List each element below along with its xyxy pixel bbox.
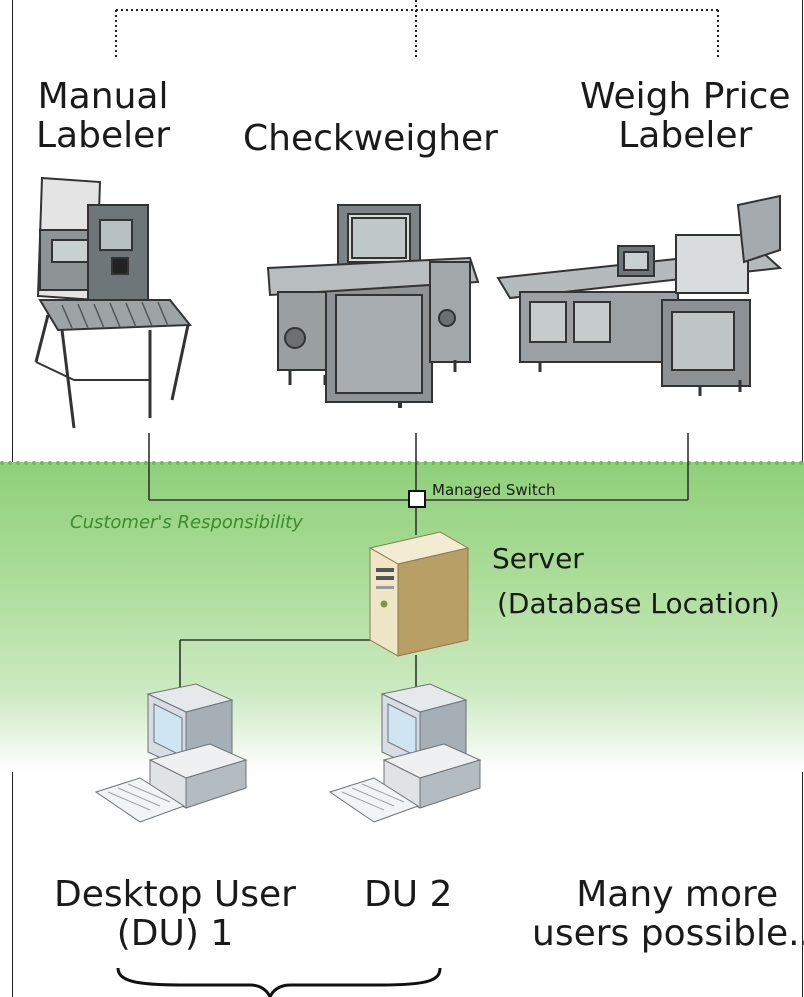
network-lines xyxy=(148,433,689,690)
responsibility-boundary xyxy=(0,461,804,465)
desktop-user-1-label: Desktop User (DU) 1 xyxy=(54,874,296,954)
server-icon xyxy=(368,531,470,657)
top-bracket xyxy=(115,0,719,58)
managed-switch-label: Managed Switch xyxy=(432,481,556,499)
many-more-users-label: Many more users possible... xyxy=(532,874,804,954)
manual-labeler-image xyxy=(34,176,193,429)
desktop-user-2-label: DU 2 xyxy=(364,874,453,915)
weigh-price-labeler-image xyxy=(496,194,783,396)
manual-labeler-label: Manual Labeler xyxy=(36,76,171,156)
desktop-computer-1-icon xyxy=(94,683,248,823)
users-brace xyxy=(116,967,442,997)
desktop-computer-2-icon xyxy=(328,683,482,823)
checkweigher-image xyxy=(266,204,480,408)
database-location-label: (Database Location) xyxy=(497,587,780,620)
customer-responsibility-label: Customer's Responsibility xyxy=(70,512,303,533)
server-label: Server xyxy=(492,542,584,575)
checkweigher-label: Checkweigher xyxy=(243,118,498,159)
weigh-price-labeler-label: Weigh Price Labeler xyxy=(580,76,791,156)
managed-switch-icon xyxy=(408,490,426,508)
